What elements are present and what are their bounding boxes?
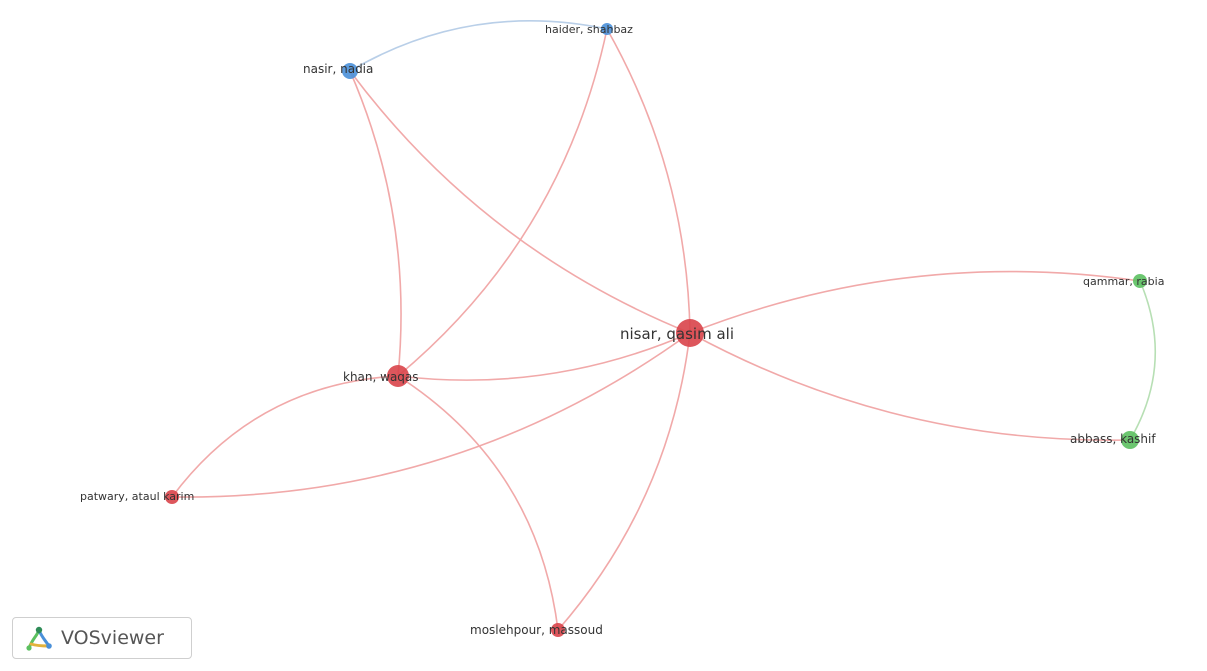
link-khan-nasir [349, 70, 402, 377]
node-label-haider[interactable]: haider, shahbaz [545, 23, 633, 36]
link-nisar-nasir [349, 70, 691, 334]
link-nisar-abbass [689, 332, 1131, 441]
link-khan-patwary [171, 375, 399, 498]
node-label-khan[interactable]: khan, waqas [343, 370, 419, 384]
link-nasir-haider [349, 20, 608, 72]
node-abbass[interactable] [1121, 431, 1139, 449]
link-khan-mosleh [397, 375, 559, 631]
link-nisar-qammar [689, 270, 1141, 334]
node-label-mosleh[interactable]: moslehpour, massoud [470, 623, 603, 637]
node-patwary[interactable] [165, 490, 179, 504]
labels-layer: nisar, qasim ali khan, waqas patwary, atau… [80, 23, 1164, 637]
node-label-abbass[interactable]: abbass, kashif [1070, 432, 1156, 446]
vosviewer-logo-icon [26, 626, 52, 651]
links-layer [171, 20, 1157, 631]
nodes-layer [165, 23, 1147, 637]
link-nisar-patwary [171, 332, 691, 498]
node-haider[interactable] [601, 23, 613, 35]
node-label-nisar[interactable]: nisar, qasim ali [620, 325, 734, 343]
node-qammar[interactable] [1133, 274, 1147, 288]
node-nasir[interactable] [342, 63, 358, 79]
node-khan[interactable] [387, 365, 409, 387]
link-nisar-khan [397, 332, 691, 381]
link-nisar-mosleh [557, 332, 691, 631]
vosviewer-badge[interactable]: VOSviewer [12, 617, 192, 659]
link-nisar-haider [606, 28, 691, 334]
node-label-qammar[interactable]: qammar, rabia [1083, 275, 1164, 288]
node-label-nasir[interactable]: nasir, nadia [303, 62, 373, 76]
link-khan-haider [397, 28, 608, 377]
link-qammar-abbass [1129, 280, 1157, 441]
node-nisar[interactable] [676, 319, 704, 347]
node-label-patwary[interactable]: patwary, ataul karim [80, 490, 194, 503]
node-mosleh[interactable] [551, 623, 565, 637]
brand-name: VOSviewer [61, 627, 164, 649]
